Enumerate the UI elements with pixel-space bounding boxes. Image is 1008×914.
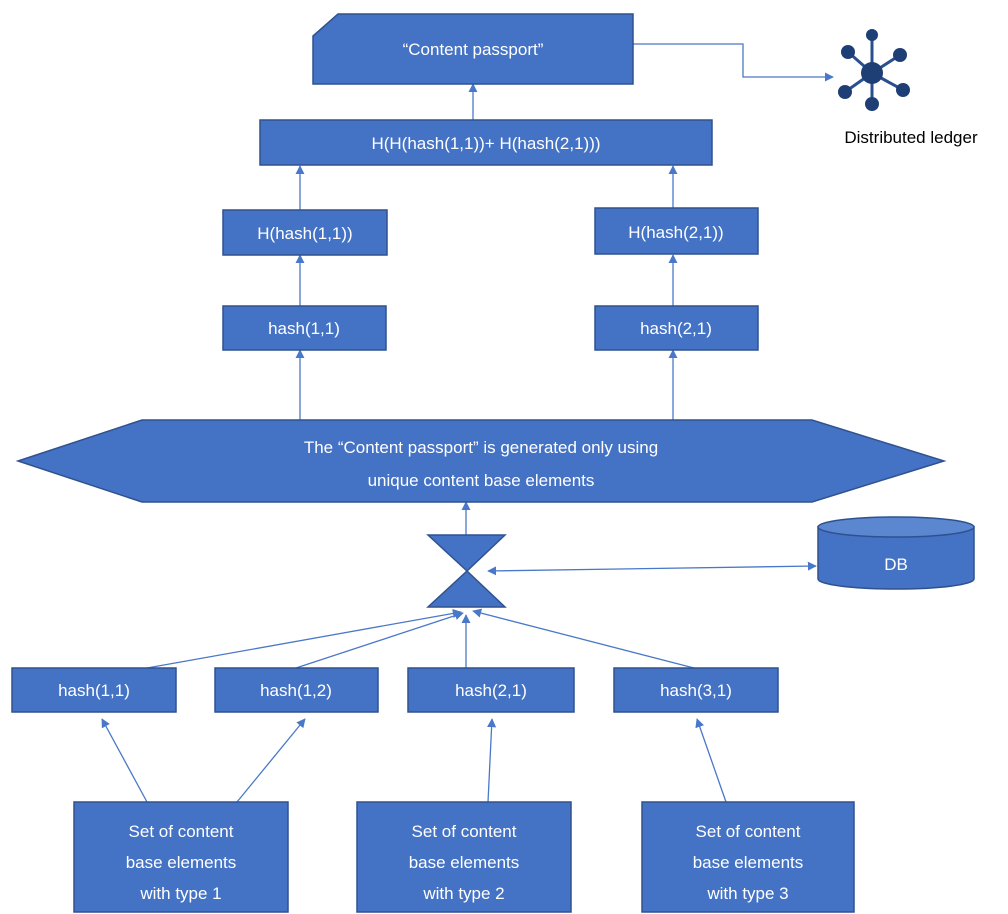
generation-note-node[interactable]: The “Content passport” is generated only… xyxy=(15,419,947,503)
set-type-3-line1: Set of content xyxy=(696,822,801,841)
distributed-ledger-label: Distributed ledger xyxy=(844,128,978,147)
hash-2-1-node[interactable]: hash(2,1) xyxy=(407,667,575,713)
hash-1-1-node[interactable]: hash(1,1) xyxy=(11,667,177,713)
set-type-2-line3: with type 2 xyxy=(422,884,504,903)
hash-2-1-label: hash(2,1) xyxy=(455,681,527,700)
set-type-3-line3: with type 3 xyxy=(706,884,788,903)
edge-set3-hash31 xyxy=(695,718,727,803)
set-type-2-node[interactable]: Set of content base elements with type 2 xyxy=(356,801,572,913)
edge-set1-hash11 xyxy=(101,718,148,803)
hash-1-2-label: hash(1,2) xyxy=(260,681,332,700)
edge-hash31-filter xyxy=(472,608,695,669)
set-type-1-line1: Set of content xyxy=(129,822,234,841)
hash-1-2-node[interactable]: hash(1,2) xyxy=(214,667,379,713)
hash-3-1-label: hash(3,1) xyxy=(660,681,732,700)
set-type-2-line2: base elements xyxy=(409,853,520,872)
set-type-2-line1: Set of content xyxy=(412,822,517,841)
edge-set2-hash21 xyxy=(487,718,497,803)
h-hash-1-1-node[interactable]: H(hash(1,1)) xyxy=(222,209,388,256)
set-type-3-line2: base elements xyxy=(693,853,804,872)
edge-set1-hash12 xyxy=(236,718,306,803)
edge-hash12-filter xyxy=(295,611,464,669)
set-type-1-node[interactable]: Set of content base elements with type 1 xyxy=(73,801,289,913)
edge-passport-ledger xyxy=(633,43,834,82)
combined-hash-label: H(H(hash(1,1))+ H(hash(2,1))) xyxy=(371,134,600,153)
hourglass-filter-icon[interactable] xyxy=(426,534,507,608)
h-hash-2-1-label: H(hash(2,1)) xyxy=(628,223,723,242)
hash-3-1-node[interactable]: hash(3,1) xyxy=(613,667,779,713)
set-type-3-node[interactable]: Set of content base elements with type 3 xyxy=(641,801,855,913)
hash-2-1-top-label: hash(2,1) xyxy=(640,319,712,338)
generation-note-line1: The “Content passport” is generated only… xyxy=(304,438,658,457)
hash-2-1-top-node[interactable]: hash(2,1) xyxy=(594,305,759,351)
edges xyxy=(101,43,834,803)
network-hub-icon[interactable] xyxy=(838,29,910,111)
content-passport-label: “Content passport” xyxy=(403,40,544,59)
db-label: DB xyxy=(884,555,908,574)
hash-1-1-label: hash(1,1) xyxy=(58,681,130,700)
combined-hash-node[interactable]: H(H(hash(1,1))+ H(hash(2,1))) xyxy=(259,119,713,166)
generation-note-line2: unique content base elements xyxy=(368,471,595,490)
set-type-1-line3: with type 1 xyxy=(139,884,221,903)
h-hash-2-1-node[interactable]: H(hash(2,1)) xyxy=(594,207,759,255)
hash-1-1-top-node[interactable]: hash(1,1) xyxy=(222,305,387,351)
set-type-1-line2: base elements xyxy=(126,853,237,872)
h-hash-1-1-label: H(hash(1,1)) xyxy=(257,224,352,243)
hash-1-1-top-label: hash(1,1) xyxy=(268,319,340,338)
edge-filter-db xyxy=(487,561,817,576)
content-passport-node[interactable]: “Content passport” xyxy=(312,13,634,85)
edge-hash11-filter xyxy=(146,608,462,669)
database-cylinder-icon[interactable]: DB xyxy=(817,516,975,590)
